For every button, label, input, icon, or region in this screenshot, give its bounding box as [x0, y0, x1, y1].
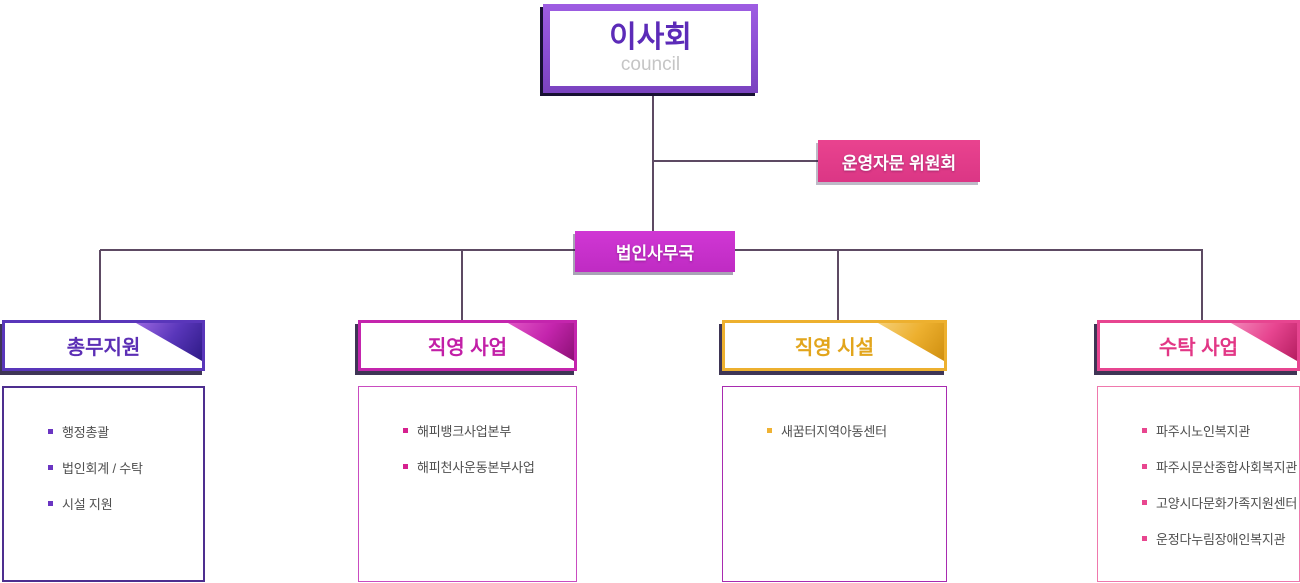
branch-title: 총무지원 [66, 337, 141, 359]
list-item-label: 행정총괄 [62, 425, 110, 440]
branch-header-entrusted-programs: 수탁 사업 [1097, 320, 1300, 371]
corporate-office-label: 법인사무국 [615, 244, 695, 263]
branch-title: 직영 사업 [427, 337, 508, 359]
node-council: 이사회 council [543, 4, 758, 93]
list-item: 법인회계 / 수탁 [48, 458, 197, 477]
bullet-icon [48, 501, 53, 506]
branch-list-direct-facilities: 새꿈터지역아동센터 [722, 386, 947, 582]
connector-drop-entrusted-programs [1201, 250, 1203, 320]
bullet-icon [1142, 536, 1147, 541]
list-item-label: 새꿈터지역아동센터 [781, 424, 887, 439]
branch-header-direct-facilities: 직영 시설 [722, 320, 947, 371]
council-subtitle: council [620, 54, 681, 76]
connector-drop-general-affairs [99, 250, 101, 320]
branch-title: 수탁 사업 [1158, 337, 1239, 359]
connector-root-to-office [652, 92, 654, 233]
bullet-icon [1142, 428, 1147, 433]
list-item-label: 법인회계 / 수탁 [62, 461, 143, 476]
list-item-label: 운정다누림장애인복지관 [1156, 532, 1286, 547]
council-title: 이사회 [609, 20, 692, 54]
connector-to-advisory [653, 160, 819, 162]
list-item: 해피뱅크사업본부 [403, 421, 570, 440]
node-council-inner: 이사회 council [550, 11, 751, 86]
branch-header-direct-programs: 직영 사업 [358, 320, 577, 371]
bullet-icon [1142, 500, 1147, 505]
advisory-committee-label: 운영자문 위원회 [841, 153, 957, 173]
branch-header-general-affairs: 총무지원 [2, 320, 205, 371]
folded-corner-icon [1231, 323, 1297, 361]
bullet-icon [48, 465, 53, 470]
branch-list-general-affairs: 행정총괄 법인회계 / 수탁 시설 지원 [2, 386, 205, 582]
list-item-label: 시설 지원 [62, 497, 113, 512]
folded-corner-icon [136, 323, 202, 361]
folded-corner-icon [508, 323, 574, 361]
list-item: 행정총괄 [48, 422, 197, 441]
branch-list-direct-programs: 해피뱅크사업본부 해피천사운동본부사업 [358, 386, 577, 582]
list-item-label: 해피천사운동본부사업 [417, 460, 535, 475]
connector-drop-direct-programs [461, 250, 463, 320]
bullet-icon [1142, 464, 1147, 469]
list-item: 새꿈터지역아동센터 [767, 421, 940, 440]
branch-list-entrusted-programs: 파주시노인복지관 파주시문산종합사회복지관 고양시다문화가족지원센터 운정다누림… [1097, 386, 1300, 582]
list-item-label: 파주시노인복지관 [1156, 424, 1251, 439]
list-item-label: 해피뱅크사업본부 [417, 424, 512, 439]
bullet-icon [403, 464, 408, 469]
bullet-icon [48, 429, 53, 434]
node-corporate-office: 법인사무국 [575, 231, 735, 272]
list-item: 운정다누림장애인복지관 [1142, 529, 1293, 548]
bullet-icon [767, 428, 772, 433]
connector-drop-direct-facilities [837, 250, 839, 320]
list-item: 해피천사운동본부사업 [403, 457, 570, 476]
node-advisory-committee: 운영자문 위원회 [818, 140, 980, 182]
list-item: 파주시노인복지관 [1142, 421, 1293, 440]
list-item-label: 파주시문산종합사회복지관 [1156, 460, 1298, 475]
folded-corner-icon [878, 323, 944, 361]
branch-title: 직영 시설 [794, 337, 875, 359]
list-item: 고양시다문화가족지원센터 [1142, 493, 1297, 512]
bullet-icon [403, 428, 408, 433]
list-item: 시설 지원 [48, 494, 197, 513]
list-item-label: 고양시다문화가족지원센터 [1156, 496, 1298, 511]
list-item: 파주시문산종합사회복지관 [1142, 457, 1297, 476]
